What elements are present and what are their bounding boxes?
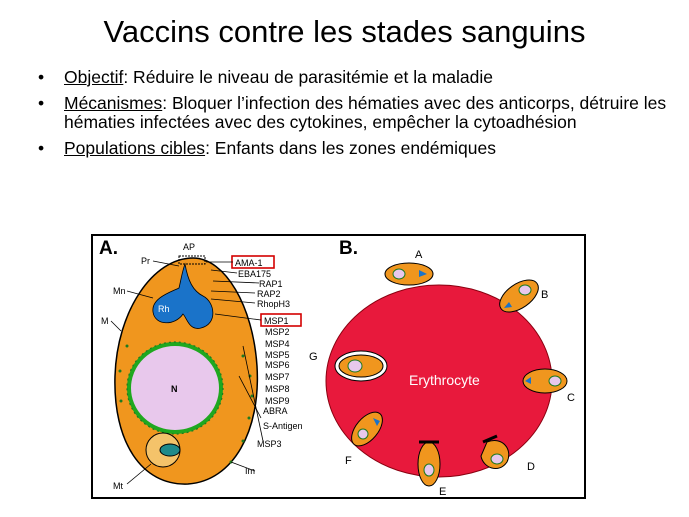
label-s-antigen: S-Antigen (263, 421, 303, 431)
bullet-dot: • (38, 67, 45, 87)
bullet-key: Objectif (64, 67, 124, 87)
erythrocyte-label: Erythrocyte (409, 372, 480, 388)
label-mt: Mt (113, 481, 123, 491)
merozoite-f (351, 411, 383, 447)
stage-g-label: G (309, 351, 318, 363)
bullet-text: : Enfants dans les zones endémiques (205, 138, 496, 158)
label-msp5: MSP5 (265, 350, 290, 360)
merozoite-d (480, 434, 510, 470)
stage-d-label: D (527, 461, 535, 473)
bullet-text: : Bloquer l’infection des hématies avec … (64, 93, 667, 132)
label-msp9: MSP9 (265, 396, 290, 406)
slide-title: Vaccins contre les stades sanguins (103, 14, 586, 49)
stage-c-label: C (567, 392, 575, 404)
label-n: N (171, 384, 178, 394)
bullet-dot: • (38, 93, 45, 113)
bullet-key: Populations cibles (64, 138, 206, 158)
stage-a-label: A (415, 249, 423, 261)
label-rap1: RAP1 (259, 279, 283, 289)
merozoite-a (384, 262, 434, 286)
label-msp4: MSP4 (265, 339, 290, 349)
stage-e-label: E (439, 486, 446, 497)
panel-a-label: A. (99, 238, 118, 259)
apicoplast (159, 443, 181, 457)
merozoite-g (334, 350, 388, 382)
label-rap2: RAP2 (257, 289, 281, 299)
bullet-text: : Réduire le niveau de parasitémie et la… (123, 67, 493, 87)
label-im: Im (245, 466, 255, 476)
rhoptry-shape (152, 262, 214, 329)
bullet-populations: • Populations cibles: Enfants dans les z… (38, 139, 678, 158)
label-mn: Mn (113, 286, 126, 296)
bullet-objective: • Objectif: Réduire le niveau de parasit… (38, 68, 678, 87)
apical-cap (178, 255, 206, 265)
label-rh: Rh (158, 304, 170, 314)
merozoite-e (417, 440, 441, 487)
label-msp8: MSP8 (265, 384, 290, 394)
label-ap: AP (183, 242, 195, 252)
label-m: M (101, 316, 109, 326)
bullet-list: • Objectif: Réduire le niveau de parasit… (38, 68, 678, 165)
label-msp2: MSP2 (265, 327, 290, 337)
bullet-key: Mécanismes (64, 93, 163, 113)
label-ama1: AMA-1 (235, 258, 263, 268)
parasite-figure: A. Pr Mn M Mt AP Rh N (91, 234, 586, 499)
label-eba175: EBA175 (238, 269, 271, 279)
label-abra: ABRA (263, 406, 288, 416)
label-rhoph3: RhopH3 (257, 299, 290, 309)
stage-f-label: F (345, 455, 352, 467)
bullet-mechanisms: • Mécanismes: Bloquer l’infection des hé… (38, 94, 678, 132)
right-label-lines (206, 261, 264, 472)
merozoite-c (522, 368, 568, 394)
merozoite-b (499, 279, 539, 313)
panel-b-label: B. (339, 238, 358, 259)
stage-b-label: B (541, 289, 548, 301)
label-msp7: MSP7 (265, 372, 290, 382)
bullet-dot: • (38, 138, 45, 158)
figure-svg: A. Pr Mn M Mt AP Rh N (99, 238, 575, 497)
label-msp3: MSP3 (257, 439, 282, 449)
label-msp1: MSP1 (264, 316, 289, 326)
label-msp6: MSP6 (265, 360, 290, 370)
nucleus-envelope (126, 341, 224, 435)
nucleus (127, 342, 223, 434)
label-pr: Pr (141, 256, 150, 266)
